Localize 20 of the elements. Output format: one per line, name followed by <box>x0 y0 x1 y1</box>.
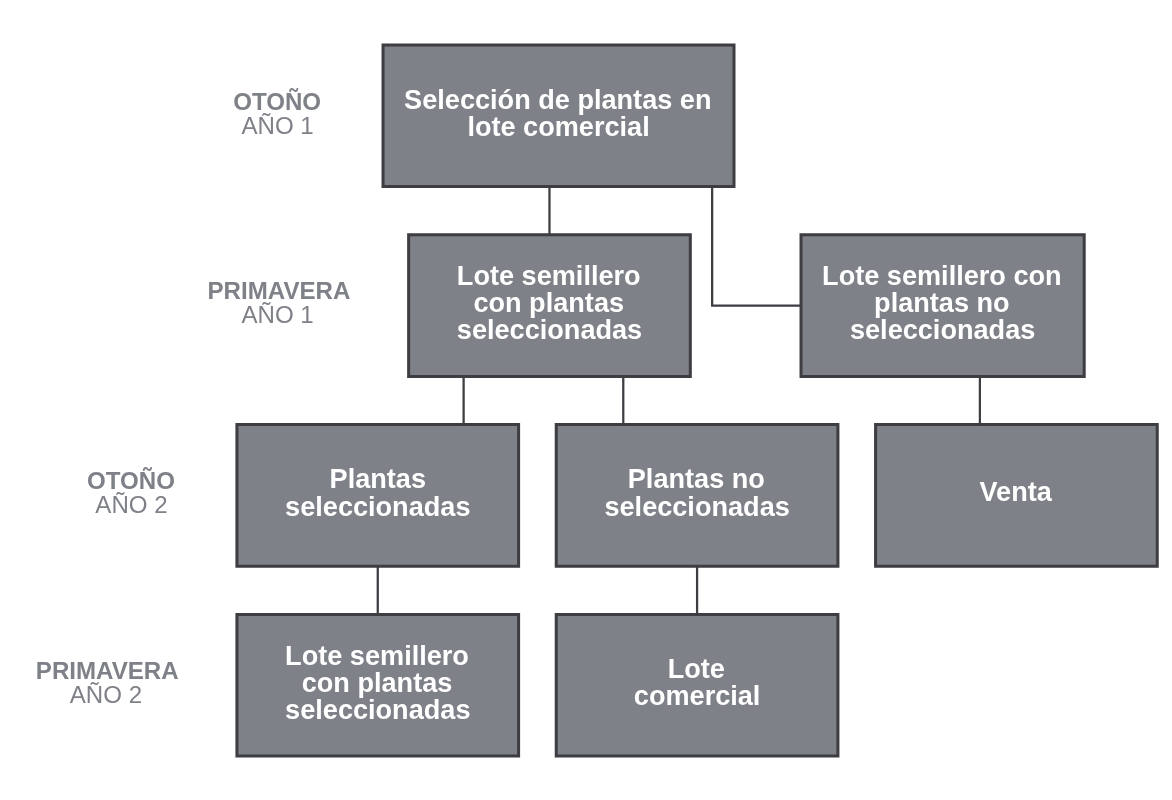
connector <box>711 186 801 307</box>
connector <box>622 376 625 424</box>
connector <box>548 186 551 235</box>
node-box: Lote semillero con plantas seleccionadas <box>407 232 692 378</box>
label: OTOÑO <box>233 86 322 114</box>
node-box: Lote comercial <box>554 612 840 757</box>
node-box: Lote semillero con plantas seleccionadas <box>235 612 521 757</box>
node-box: Selección de plantas en lote comercial <box>381 43 736 188</box>
connector <box>376 566 379 614</box>
node-box: Plantas seleccionadas <box>235 422 521 568</box>
connector <box>462 376 465 424</box>
node-box: Plantas no seleccionadas <box>554 422 840 568</box>
label: AÑO 2 <box>95 490 168 518</box>
label: AÑO 1 <box>241 111 314 139</box>
node-box: Venta <box>874 422 1159 568</box>
label: AÑO 2 <box>69 680 143 708</box>
node-box: Lote semillero con plantas no seleccionadas <box>799 232 1086 378</box>
label: AÑO 1 <box>241 300 314 328</box>
connector <box>695 566 699 614</box>
connector <box>978 376 981 424</box>
